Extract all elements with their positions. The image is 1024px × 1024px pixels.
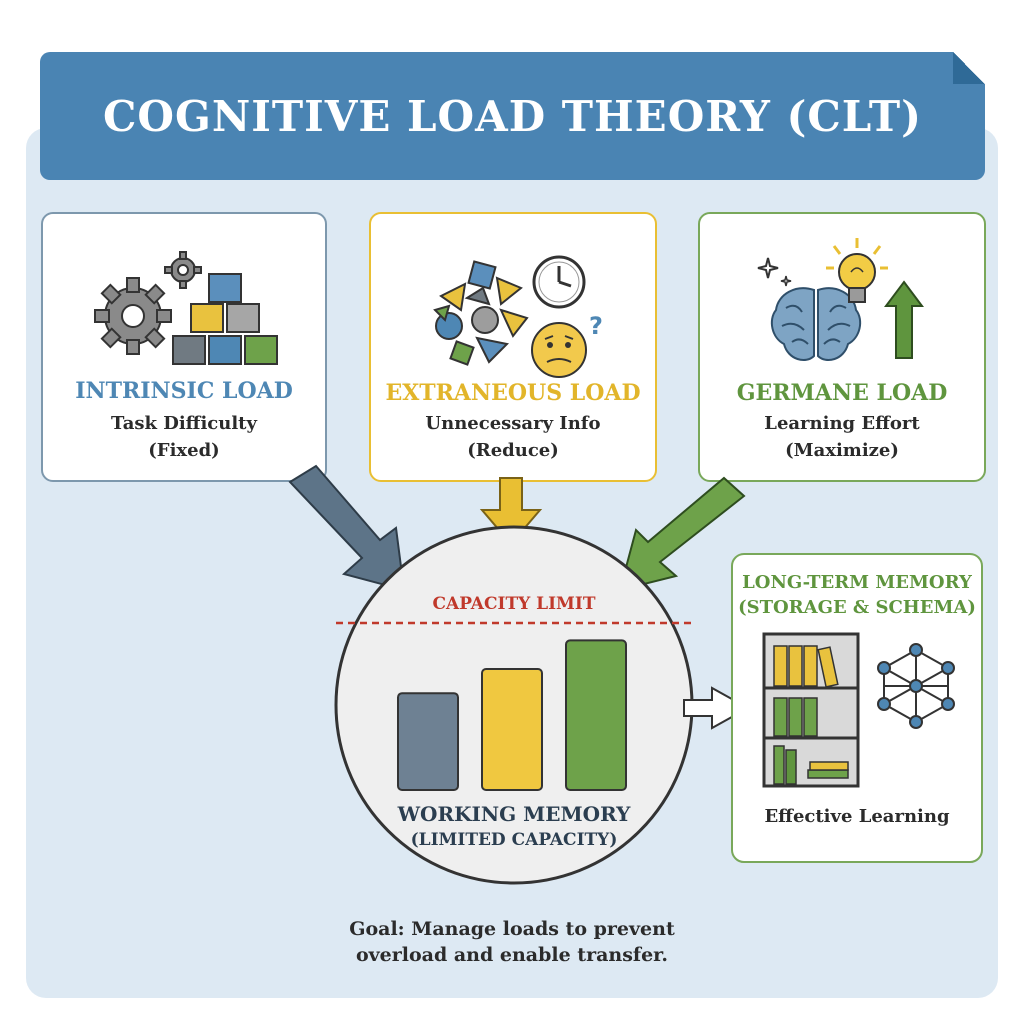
germane-load-line2: (Maximize) xyxy=(785,440,899,461)
capacity-limit-label: CAPACITY LIMIT xyxy=(432,594,596,614)
extraneous-load-title: EXTRANEOUS LOAD xyxy=(385,380,641,406)
up-arrow-icon xyxy=(884,280,924,359)
intrinsic-load-card: INTRINSIC LOAD Task Difficulty (Fixed) xyxy=(41,212,327,482)
extraneous-load-card: ? EXTRANEOUS LOAD Unnecessary Info (Redu… xyxy=(369,212,657,482)
working-memory-title: WORKING MEMORY xyxy=(397,802,631,826)
extraneous-load-line1: Unnecessary Info xyxy=(425,413,601,434)
goal-line2: overload and enable transfer. xyxy=(355,944,669,966)
brain-icon xyxy=(770,287,862,361)
effective-learning-caption: Effective Learning xyxy=(764,806,950,827)
germane-load-line1: Learning Effort xyxy=(764,413,920,434)
working-memory-subtitle: (LIMITED CAPACITY) xyxy=(410,830,618,850)
confused-face-icon: ? xyxy=(531,312,603,378)
title-banner: COGNITIVE LOAD THEORY (CLT) xyxy=(40,52,985,180)
germane-load-card: GERMANE LOAD Learning Effort (Maximize) xyxy=(698,212,986,482)
clock-icon xyxy=(532,255,586,309)
long-term-memory-title-line2: (STORAGE & SCHEMA) xyxy=(738,597,976,618)
long-term-memory-title-line1: LONG-TERM MEMORY xyxy=(742,572,972,593)
blocks-icon xyxy=(172,273,278,365)
intrinsic-load-line1: Task Difficulty xyxy=(111,413,257,434)
intrinsic-load-line2: (Fixed) xyxy=(148,440,220,461)
sparkle-icon xyxy=(757,257,792,287)
page-title: COGNITIVE LOAD THEORY (CLT) xyxy=(102,91,923,141)
shapes-icon xyxy=(433,260,529,366)
goal-line1: Goal: Manage loads to prevent xyxy=(349,918,675,940)
banner-fold xyxy=(953,52,985,84)
lightbulb-icon xyxy=(826,238,888,303)
svg-text:?: ? xyxy=(589,312,603,340)
extraneous-load-line2: (Reduce) xyxy=(467,440,559,461)
gears-icon xyxy=(94,251,202,355)
intrinsic-load-title: INTRINSIC LOAD xyxy=(75,378,293,404)
germane-load-title: GERMANE LOAD xyxy=(736,380,948,406)
